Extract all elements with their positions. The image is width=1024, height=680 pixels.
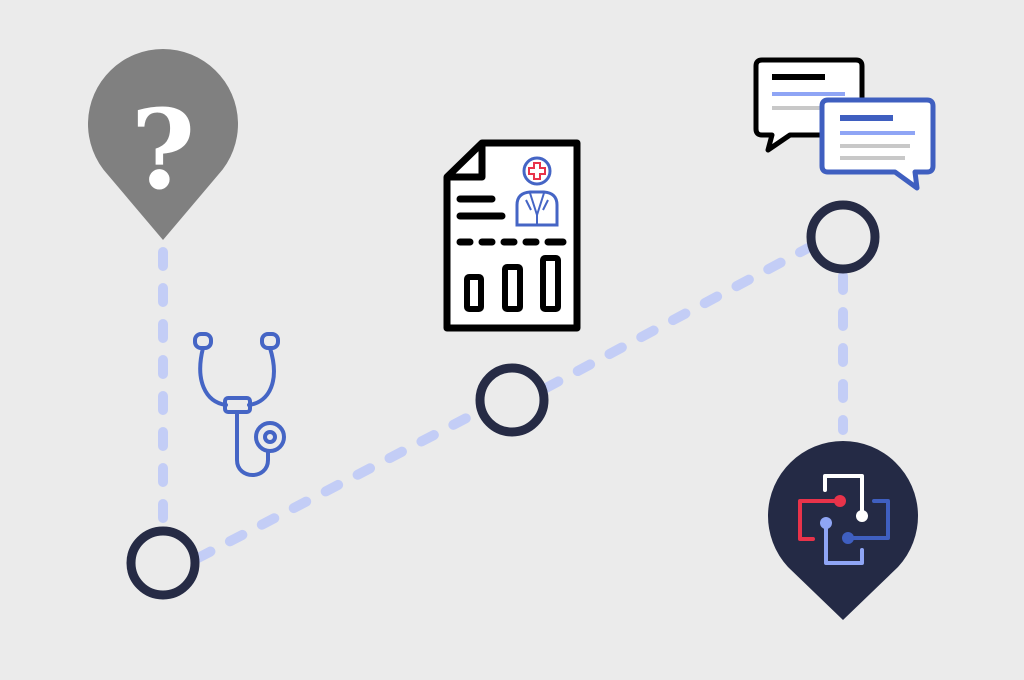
path-node-1 [126, 526, 200, 600]
medical-cross-logo-icon [798, 474, 890, 565]
question-mark-icon: ? [131, 85, 195, 214]
question-pin: ? [88, 49, 239, 241]
stethoscope-icon [193, 332, 286, 477]
dashed-path [158, 243, 848, 563]
chat-bubbles-icon [753, 57, 936, 191]
logo-pin [768, 441, 918, 620]
medical-report-icon [443, 139, 581, 332]
path-node-3 [806, 200, 880, 274]
path-node-2 [475, 363, 549, 437]
